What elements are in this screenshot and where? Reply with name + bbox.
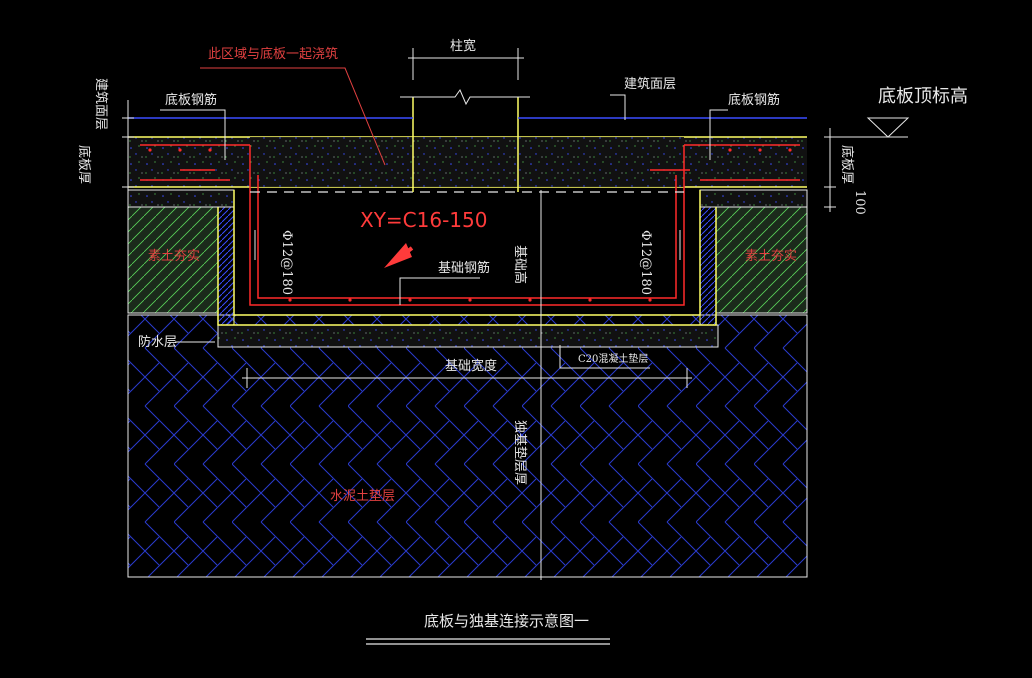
label-stirrup-right: Φ12@180: [638, 230, 653, 295]
label-cement-cushion: 水泥土垫层: [330, 488, 395, 504]
label-slab-rebar-right: 底板钢筋: [728, 92, 780, 108]
label-fill-left: 素土夯实: [148, 249, 200, 264]
side-cushion-left: [217, 206, 235, 326]
label-slab-thk-right: 底板厚: [839, 145, 855, 184]
label-column-width: 柱宽: [450, 38, 476, 54]
c20-cushion: [217, 324, 719, 348]
side-cushion-right: [699, 206, 717, 326]
slab-cushion-left: [127, 189, 235, 208]
label-stirrup-left: Φ12@180: [279, 230, 294, 295]
leaders: [160, 94, 728, 369]
label-foundation-height: 基础高: [512, 245, 528, 284]
label-arch-finish-right: 建筑面层: [624, 76, 676, 92]
label-foundation-width: 基础宽度: [445, 358, 497, 374]
label-arch-finish-left: 建筑面层: [93, 78, 109, 130]
label-cushion-thk: 独基垫层厚: [512, 420, 528, 485]
compacted-soil-right: [715, 206, 808, 314]
label-foundation-rebar: 基础钢筋: [438, 260, 490, 276]
column: [400, 88, 530, 192]
label-dim-100: 100: [852, 190, 867, 215]
label-slab-top-elev: 底板顶标高: [878, 86, 968, 107]
slab-cushion-right: [699, 189, 808, 208]
annotation-arrow: [384, 243, 414, 268]
cement-soil-cushion: [128, 315, 807, 577]
waterproof-line: [217, 207, 717, 326]
label-fill-right: 素土夯实: [745, 249, 797, 264]
rebar: [140, 144, 800, 306]
rebar-annotation: XY=C16-150: [360, 208, 487, 232]
drawing-title: 底板与独基连接示意图一: [424, 612, 589, 630]
label-slab-thk-left: 底板厚: [76, 145, 92, 184]
label-pour-together: 此区域与底板一起浇筑: [208, 46, 338, 62]
dimension-lines: [122, 48, 910, 388]
label-waterproof: 防水层: [138, 334, 177, 350]
label-slab-rebar-left: 底板钢筋: [165, 92, 217, 108]
foundation-outline: [233, 190, 701, 316]
label-c20-cushion: C20混凝土垫层: [578, 352, 648, 365]
